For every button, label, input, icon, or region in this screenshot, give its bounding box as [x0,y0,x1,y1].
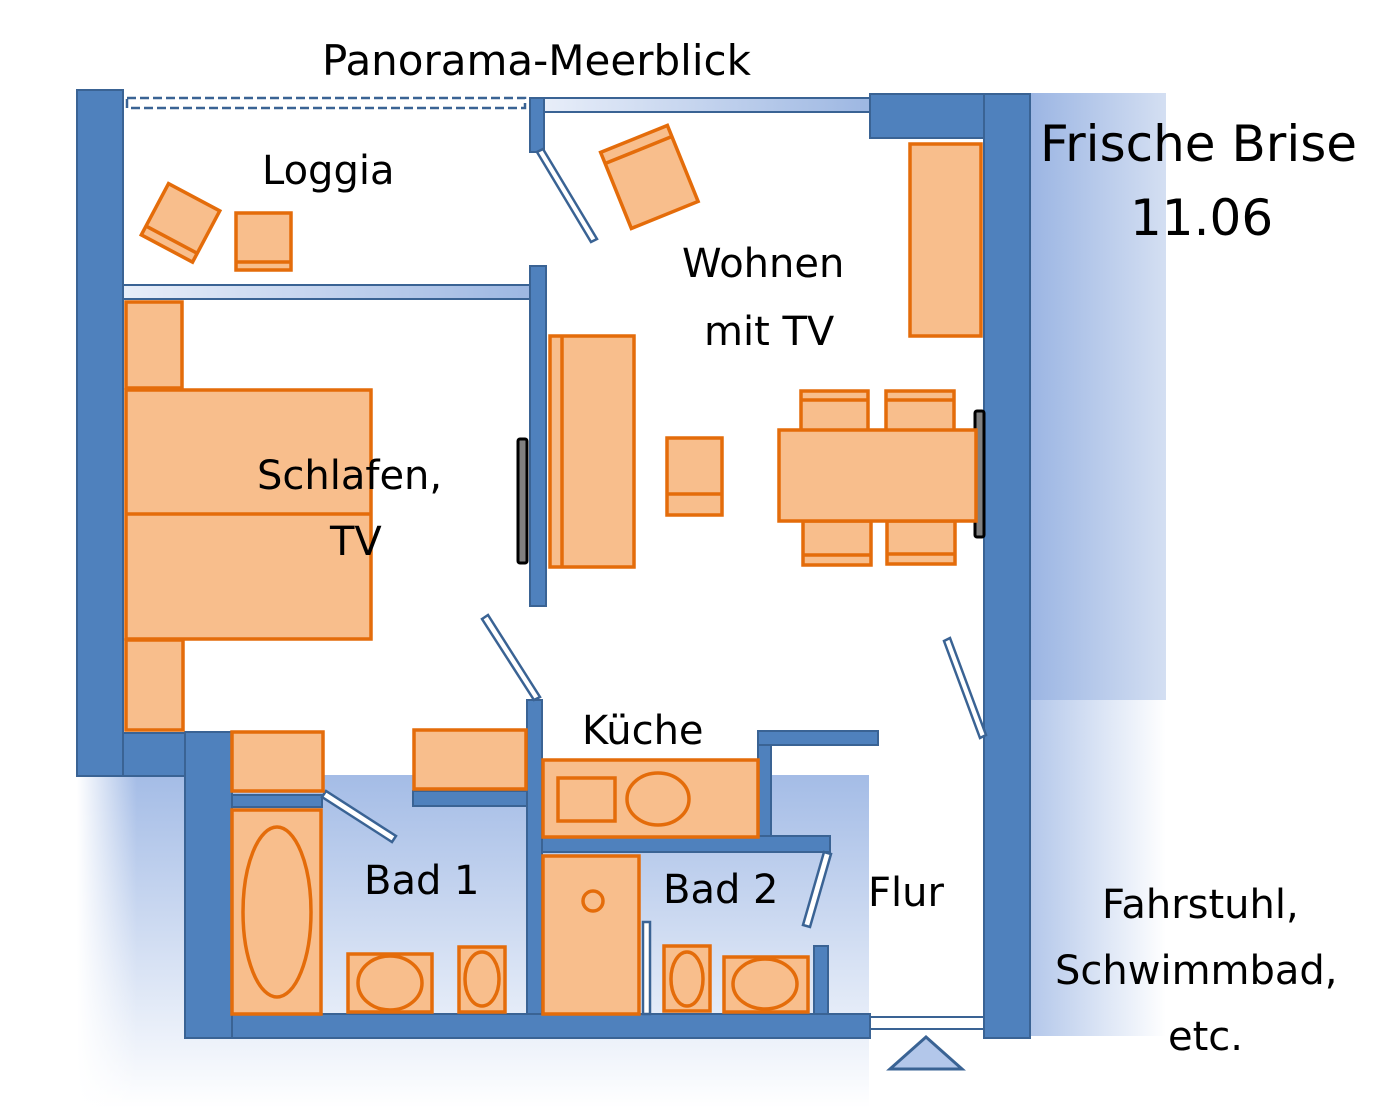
bedroom-nightstand-top [124,300,184,390]
dining-table [777,428,978,523]
wall-top-right-block [869,93,985,139]
bath2-shower [541,854,641,1016]
wall-bedroom-living [529,265,547,607]
apartment-name: Frische Brise [1040,115,1358,173]
bath1-cabinet [230,730,325,793]
wall-bottom [231,1013,871,1039]
outside-label-2: Schwimmbad, [1055,948,1338,994]
wall-kitchen-left [526,699,543,1015]
bath2-sink [722,955,810,1014]
bath1-shelf-cabinet [412,728,528,791]
living-armchair [598,123,701,231]
loggia-chair-1 [138,181,223,265]
room-label-living-1: Wohnen [682,241,845,287]
wall-left-lower-stub [122,732,186,777]
room-label-loggia: Loggia [262,148,395,194]
door-bath2-shower-glass [641,920,652,1016]
windows [122,96,985,1030]
wall-bath2-right-stub [813,945,829,1015]
wall-left [76,89,124,777]
room-label-living-2: mit TV [704,309,835,355]
living-stool [665,436,724,517]
dining-chair-2 [884,389,956,433]
apartment-number: 11.06 [1130,189,1274,247]
wall-loggia-living-post [529,97,545,153]
bath2-toilet-bowl [669,950,705,1008]
bedroom-nightstand-bottom [124,638,185,732]
bath2-shower-drain [581,889,605,913]
door-living-hallway [942,636,988,740]
room-label-bedroom-2: TV [330,519,382,565]
room-label-bath2: Bad 2 [663,867,779,913]
wall-right [983,93,1031,1039]
door-bath2 [801,850,833,929]
room-label-bath1: Bad 1 [364,858,480,904]
room-label-bedroom-1: Schlafen, [257,453,443,499]
view-label: Panorama-Meerblick [322,36,751,85]
living-cabinet [908,142,983,338]
wall-bath1-door-stub [231,794,323,808]
bath2-sink-basin [731,957,799,1011]
bath1-tub-basin [241,825,313,999]
furniture [124,123,983,1016]
tv-bedroom-icon [516,437,529,565]
room-label-hallway: Flur [868,870,944,916]
outside-label-3: etc. [1168,1014,1243,1060]
dining-chair-4 [885,519,957,566]
bath1-sink [346,952,434,1014]
doors [320,147,988,1016]
outside-label-1: Fahrstuhl, [1102,882,1299,928]
window-bedroom-loggia [122,284,531,300]
bath1-toilet-bowl [463,950,501,1008]
wall-bath-left [184,731,233,1039]
wall-bath1-shelf [412,790,528,807]
loggia-chair-2 [234,211,293,272]
wall-kitchen-top [757,730,879,746]
kitchen-sink [625,771,691,827]
bath1-tub [230,808,323,1016]
kitchen-stove [556,776,617,823]
door-loggia-living [535,147,599,244]
door-bath1 [320,789,398,844]
entrance-threshold [869,1016,985,1030]
dining-chair-3 [801,519,873,567]
door-bedroom [480,613,542,702]
living-sofa [548,334,636,569]
window-living-top [543,97,871,113]
window-loggia-open [125,96,527,110]
entrance-arrow-icon [886,1034,966,1071]
dining-chair-1 [799,389,870,433]
room-label-kitchen: Küche [582,708,704,754]
bath1-sink-basin [356,954,424,1012]
wall-kitchen-right [757,731,772,837]
